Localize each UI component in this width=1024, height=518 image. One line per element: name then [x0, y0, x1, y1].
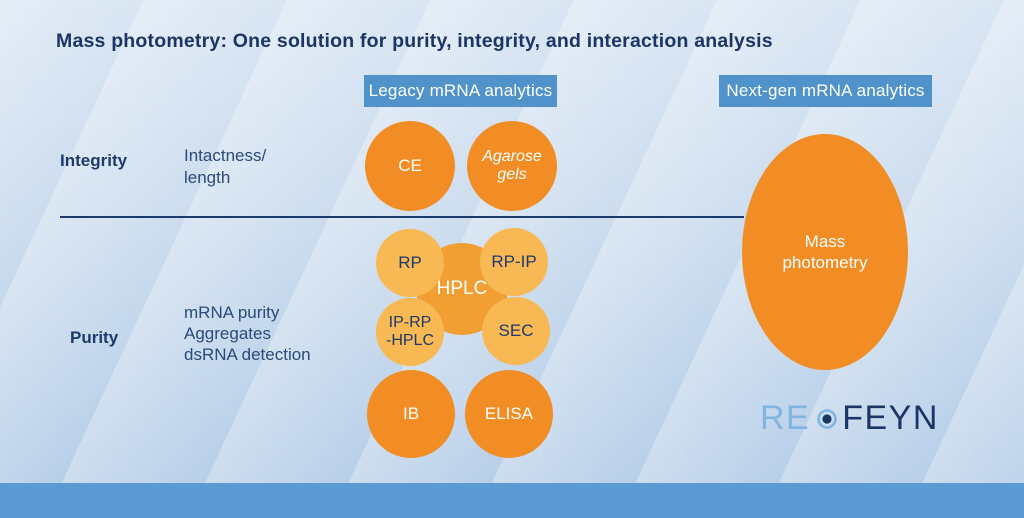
sec-circle: SEC — [482, 297, 550, 365]
agarose-gels-circle: Agarose gels — [467, 121, 557, 211]
footer-bar — [0, 483, 1024, 518]
purity-row-description: mRNA purity Aggregates dsRNA detection — [184, 303, 311, 364]
mass-photometry-ellipse: Mass photometry — [742, 134, 908, 370]
slide-title: Mass photometry: One solution for purity… — [56, 30, 773, 52]
ce-circle: CE — [365, 121, 455, 211]
elisa-circle: ELISA — [465, 370, 553, 458]
refeyn-logo-re: RE — [760, 398, 811, 437]
row-divider-line — [60, 216, 744, 218]
ip-rp-hplc-circle: IP-RP -HPLC — [376, 298, 444, 366]
refeyn-dot-icon — [817, 409, 838, 429]
purity-row-label: Purity — [70, 328, 119, 347]
ib-circle: IB — [367, 370, 455, 458]
legacy-analytics-header: Legacy mRNA analytics — [364, 75, 557, 107]
refeyn-logo-feyn: FEYN — [842, 398, 939, 437]
refeyn-logo: RE FEYN — [760, 398, 939, 438]
integrity-row-label: Integrity — [60, 151, 128, 170]
rp-ip-circle: RP-IP — [480, 228, 548, 296]
rp-circle: RP — [376, 229, 444, 297]
integrity-row-description: Intactness/ length — [184, 146, 267, 187]
nextgen-analytics-header: Next-gen mRNA analytics — [719, 75, 932, 107]
